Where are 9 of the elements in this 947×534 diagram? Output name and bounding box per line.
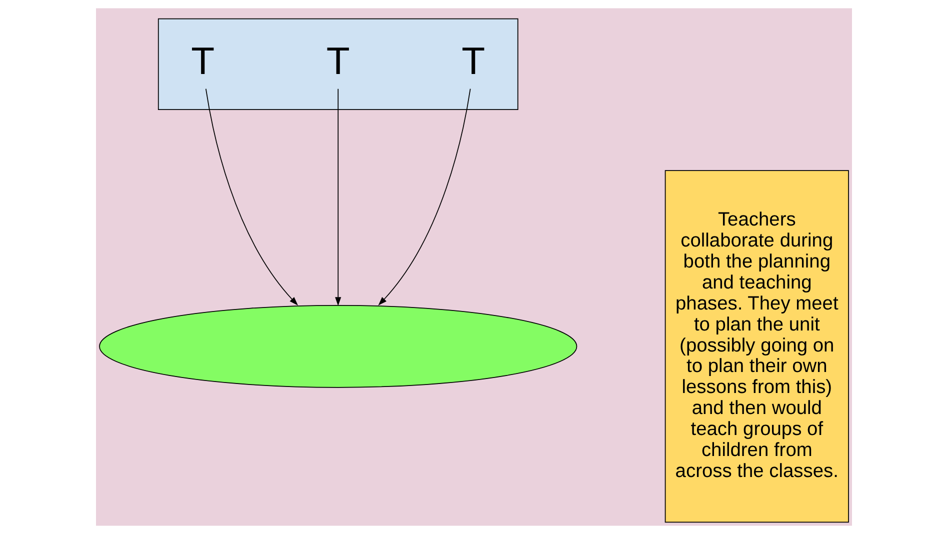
- arrow: [204, 88, 298, 306]
- node-ellipse: [98, 304, 577, 388]
- node-text: T: [190, 40, 214, 83]
- arrow: [334, 88, 341, 306]
- node-text: T: [326, 40, 350, 83]
- node-text: T: [461, 40, 485, 83]
- node-box: Teachers collaborate during both the planning and teaching phases. They meet to plan the unit (possibly going on to plan their own lessons from this) and then would teach groups of children from across the classes.: [664, 170, 848, 523]
- arrow: [378, 88, 470, 306]
- cluster: [157, 18, 518, 110]
